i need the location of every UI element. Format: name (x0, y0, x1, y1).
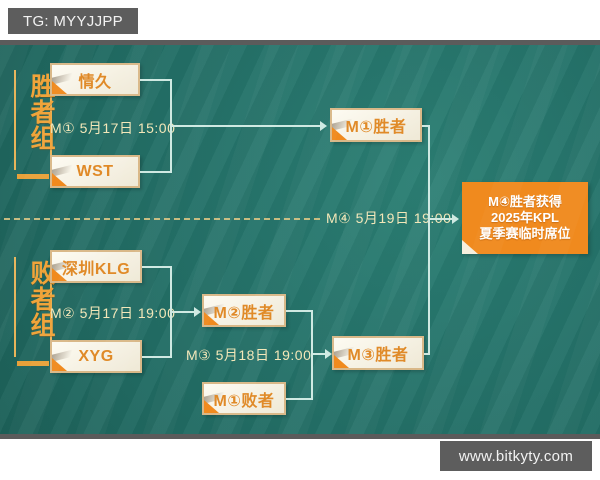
match-caption-m1: M① 5月17日 15:00 (50, 120, 176, 136)
folded-corner-icon (204, 400, 219, 413)
connector-m3-out (311, 353, 328, 355)
folded-corner-icon (52, 358, 67, 371)
connector-arrow-m3 (325, 349, 332, 359)
folded-corner-icon (462, 240, 478, 254)
connector-arrow-m4 (452, 214, 459, 224)
connector-m4-from-m3 (424, 353, 430, 355)
node-label: M③胜者 (347, 347, 409, 364)
group-label-underbar (17, 174, 49, 179)
node-label: M②胜者 (213, 304, 275, 322)
connector-m4-out (428, 218, 454, 220)
match-caption-m4: M④ 5月19日 19:00 (326, 210, 452, 226)
prize-line-2: 2025年KPL (491, 210, 559, 225)
connector-m1-out (170, 125, 323, 127)
connector-m2-out (170, 311, 197, 313)
prize-line-3: 夏季赛临时席位 (479, 226, 571, 241)
folded-corner-icon (52, 173, 67, 186)
node-team-klg[interactable]: 深圳KLG (50, 250, 142, 283)
node-label: 情久 (78, 73, 112, 91)
group-label-rule-left (14, 257, 16, 357)
top-divider-bar (0, 40, 600, 45)
prize-box-final-seat[interactable]: M④胜者获得 2025年KPL 夏季赛临时席位 (462, 182, 588, 254)
connector-m1-top (140, 79, 172, 81)
connector-m2-bottom (142, 356, 172, 358)
node-m3-winner[interactable]: M③胜者 (332, 336, 424, 370)
folded-corner-icon (204, 312, 219, 325)
node-team-wst[interactable]: WST (50, 155, 140, 188)
bottom-divider-bar (0, 434, 600, 439)
connector-arrow-m2 (194, 307, 201, 317)
node-label: 深圳KLG (61, 260, 131, 278)
group-label-losers: 败者组 (14, 257, 55, 366)
folded-corner-icon (332, 127, 347, 140)
group-label-winners-text: 胜者组 (27, 73, 55, 151)
group-label-rule-left (14, 70, 16, 170)
group-label-rule-right (50, 70, 52, 170)
match-caption-m2: M② 5月17日 19:00 (50, 305, 176, 321)
bracket-section-divider (4, 218, 320, 220)
connector-m4-join (428, 125, 430, 353)
watermark-top-left: TG: MYYJJPP (8, 8, 138, 34)
folded-corner-icon (334, 355, 349, 368)
connector-m3-bottom (286, 398, 313, 400)
connector-m3-top (286, 310, 313, 312)
connector-m2-top (142, 266, 172, 268)
group-label-rule-right (50, 257, 52, 357)
group-label-winners: 胜者组 (14, 70, 55, 179)
match-caption-m3: M③ 5月18日 19:00 (186, 347, 312, 363)
prize-line-1: M④胜者获得 (488, 194, 562, 209)
node-label: M①败者 (213, 392, 275, 410)
group-label-underbar (17, 361, 49, 366)
folded-corner-icon (52, 268, 67, 281)
node-label: WST (76, 162, 114, 180)
connector-m4-from-m1 (422, 125, 430, 127)
node-team-xyg[interactable]: XYG (50, 340, 142, 373)
node-label: M①胜者 (345, 119, 407, 136)
watermark-bottom-right: www.bitkyty.com (440, 441, 592, 471)
node-m2-winner[interactable]: M②胜者 (202, 294, 286, 327)
node-label: XYG (78, 347, 114, 365)
node-m1-loser[interactable]: M①败者 (202, 382, 286, 415)
connector-arrow-m1 (320, 121, 327, 131)
connector-m3-join (311, 310, 313, 400)
group-label-losers-text: 败者组 (27, 260, 55, 338)
node-m1-winner[interactable]: M①胜者 (330, 108, 422, 142)
connector-m1-bottom (140, 171, 172, 173)
node-team-qingjiu[interactable]: 情久 (50, 63, 140, 96)
tournament-bracket-board: 胜者组 败者组 情久 WST M① 5月17日 15:00 (0, 45, 600, 434)
folded-corner-icon (52, 81, 67, 94)
